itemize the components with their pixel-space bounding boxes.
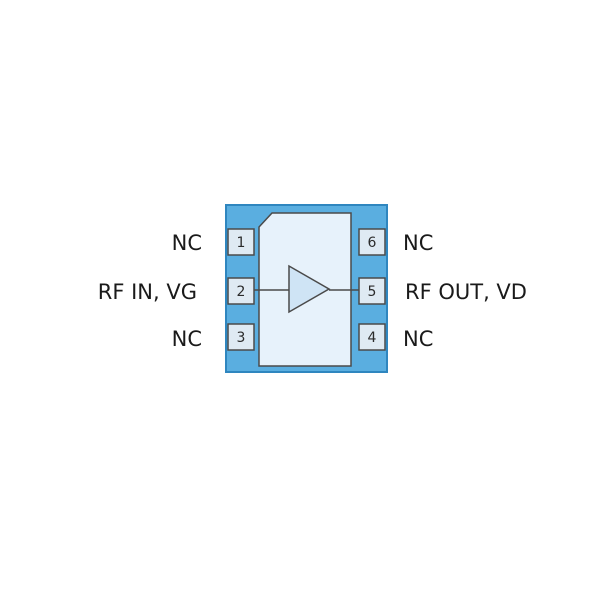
amplifier-triangle-icon bbox=[288, 264, 331, 314]
pin-label-3: NC bbox=[172, 327, 202, 351]
pin-label-1: NC bbox=[172, 231, 202, 255]
pin-number-1: 1 bbox=[237, 235, 246, 251]
pin-number-2: 2 bbox=[237, 284, 246, 300]
pin-number-3: 3 bbox=[237, 330, 246, 346]
pin-number-4: 4 bbox=[368, 330, 377, 346]
pin-label-2: RF IN, VG bbox=[98, 280, 197, 304]
pin-pad-5 bbox=[358, 277, 386, 305]
pin-pad-6 bbox=[358, 228, 386, 256]
pin-number-6: 6 bbox=[368, 235, 377, 251]
pin-pad-3 bbox=[227, 323, 255, 351]
pin-label-4: NC bbox=[403, 327, 433, 351]
pin-label-6: NC bbox=[403, 231, 433, 255]
pin-number-5: 5 bbox=[368, 284, 377, 300]
pin-pad-2 bbox=[227, 277, 255, 305]
pin-pad-1 bbox=[227, 228, 255, 256]
pin-pad-4 bbox=[358, 323, 386, 351]
pin-label-5: RF OUT, VD bbox=[405, 280, 527, 304]
